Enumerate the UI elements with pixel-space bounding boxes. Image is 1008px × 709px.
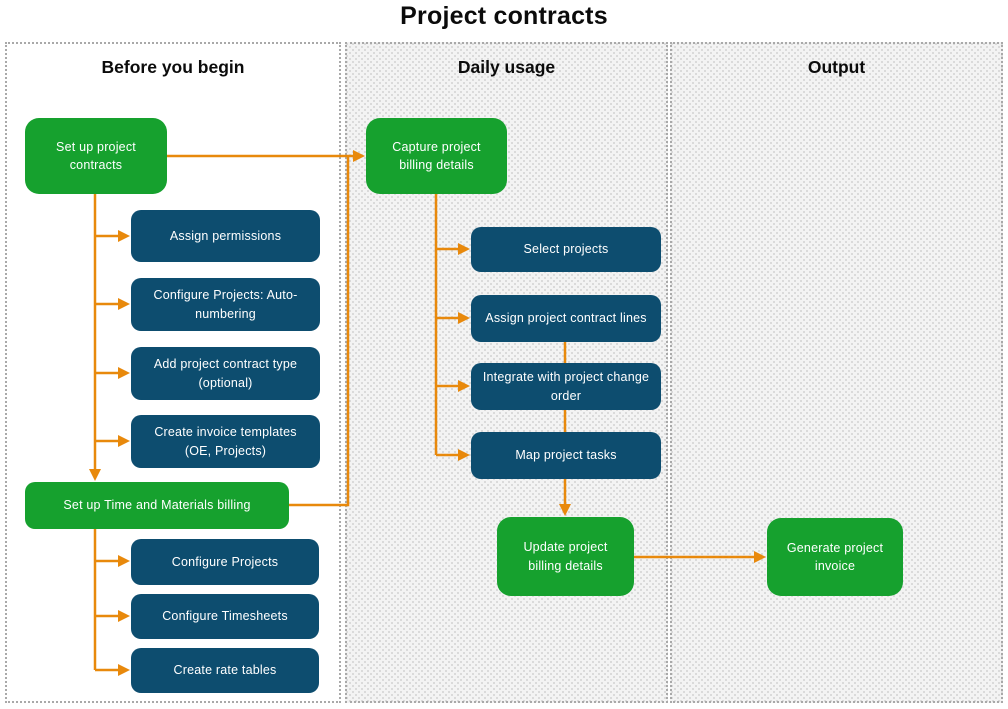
node-label: Add project contract type (optional): [153, 357, 298, 390]
node-label: Integrate with project change order: [482, 370, 650, 403]
node-label: Assign permissions: [169, 228, 282, 243]
node-create-invoice-templates: Create invoice templates (OE, Projects): [131, 415, 320, 468]
node-label: Configure Projects: [171, 554, 279, 569]
node-label: Create invoice templates (OE, Projects): [154, 425, 297, 458]
node-label: Set up Time and Materials billing: [63, 498, 251, 513]
node-add-project-contract-type: Add project contract type (optional): [131, 347, 320, 400]
node-setup-tm-billing: Set up Time and Materials billing: [25, 482, 289, 529]
node-generate-project-invoice: Generate project invoice: [767, 518, 903, 596]
node-label: Create rate tables: [173, 663, 277, 678]
panel-output-title: Output: [807, 57, 866, 77]
node-label: Select projects: [523, 242, 609, 257]
panel-output: Output: [670, 42, 1003, 703]
node-label: Configure Projects: Auto-numbering: [153, 288, 298, 321]
node-configure-projects-autonumbering: Configure Projects: Auto-numbering: [131, 278, 320, 331]
panel-before-title: Before you begin: [101, 57, 245, 77]
node-update-project-billing-details: Update project billing details: [497, 517, 634, 596]
node-integrate-with-project-change-order: Integrate with project change order: [471, 363, 661, 410]
node-label: Capture project billing details: [392, 139, 481, 172]
node-create-rate-tables: Create rate tables: [131, 648, 319, 693]
node-setup-project-contracts: Set up project contracts: [25, 118, 167, 194]
panel-daily-title: Daily usage: [457, 57, 556, 77]
node-label: Generate project invoice: [786, 540, 884, 573]
node-label: Map project tasks: [515, 448, 617, 463]
node-configure-timesheets: Configure Timesheets: [131, 594, 319, 639]
node-assign-permissions: Assign permissions: [131, 210, 320, 262]
node-select-projects: Select projects: [471, 227, 661, 272]
node-map-project-tasks: Map project tasks: [471, 432, 661, 479]
node-assign-project-contract-lines: Assign project contract lines: [471, 295, 661, 342]
page-title: Project contracts: [400, 2, 608, 30]
node-label: Assign project contract lines: [485, 311, 647, 326]
node-label: Update project billing details: [523, 540, 608, 573]
node-label: Set up project contracts: [56, 139, 136, 172]
node-label: Configure Timesheets: [162, 609, 288, 624]
node-configure-projects: Configure Projects: [131, 539, 319, 585]
node-capture-project-billing-details: Capture project billing details: [366, 118, 507, 194]
